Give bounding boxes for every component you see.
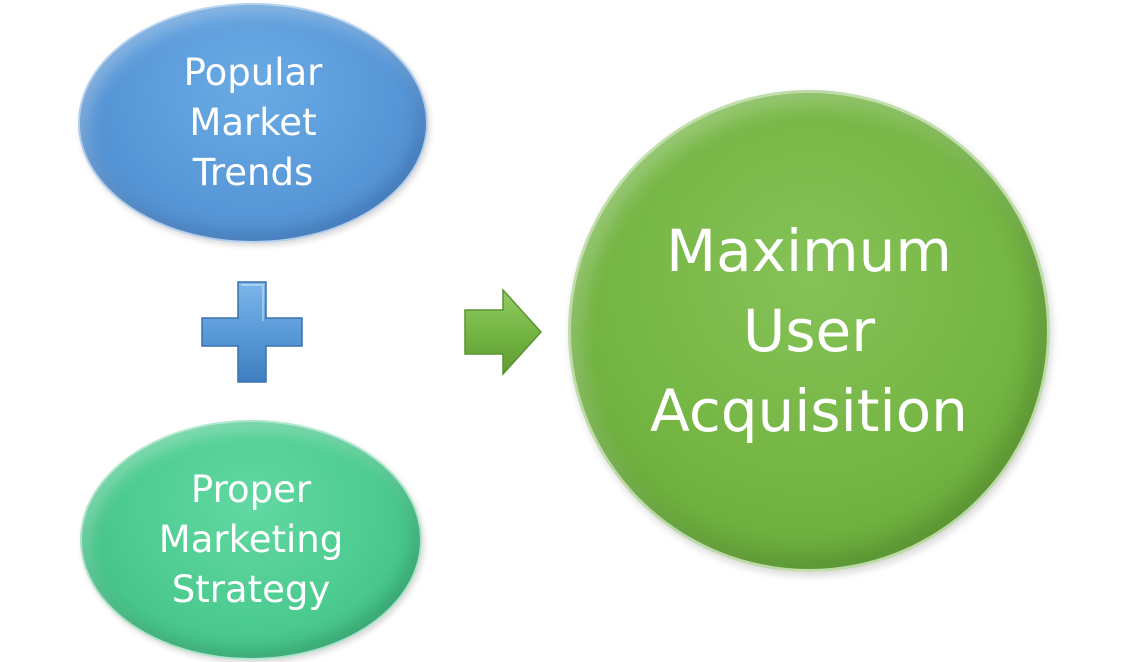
node-proper-marketing-strategy: Proper Marketing Strategy xyxy=(80,420,422,660)
node-maximum-user-acquisition: Maximum User Acquisition xyxy=(568,90,1050,572)
node-label-market-trends: Popular Market Trends xyxy=(183,51,323,194)
node-popular-market-trends: Popular Market Trends xyxy=(78,3,428,243)
arrow-right-icon xyxy=(464,288,543,376)
plus-icon xyxy=(201,281,303,383)
node-label-marketing-strategy: Proper Marketing Strategy xyxy=(158,468,344,611)
node-label-user-acquisition: Maximum User Acquisition xyxy=(650,217,968,445)
